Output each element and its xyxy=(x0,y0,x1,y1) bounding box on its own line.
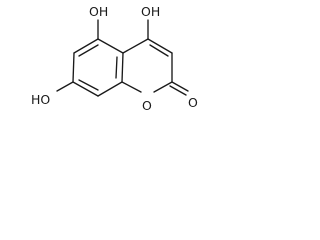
ring-oxygen-label: O xyxy=(142,98,152,113)
double-bond-c4-c3-inner xyxy=(149,44,169,57)
structure-canvas: OH OH HO O O xyxy=(0,0,234,137)
bond-c2-o1 xyxy=(153,81,173,93)
double-bond-c5-c6-inner xyxy=(78,44,99,57)
bond-c4a-c5 xyxy=(97,38,124,54)
bond-c4-c3 xyxy=(147,38,173,54)
bond-c4a-c4 xyxy=(122,38,149,54)
carbonyl-bond-1 xyxy=(171,81,189,92)
bond-c8-c8a xyxy=(97,81,123,97)
double-bond-c8a-c4a-inner xyxy=(115,56,118,79)
oh-bottom-left-label: HO xyxy=(31,92,50,107)
carbonyl-bond-2 xyxy=(169,85,187,96)
oh-bond-c7 xyxy=(56,81,74,92)
oh-top-right-label: OH xyxy=(141,4,160,19)
bond-o1-c8a xyxy=(121,81,142,93)
bond-c8a-c4a xyxy=(121,52,124,83)
carbonyl-oxygen-label: O xyxy=(188,95,198,110)
oh-top-left-label: OH xyxy=(89,4,108,19)
coumarin-structure-diagram: OH OH HO O O xyxy=(31,4,198,113)
bond-c6-c7 xyxy=(72,52,75,83)
bond-c7-c8 xyxy=(72,81,99,97)
bond-c5-c6 xyxy=(73,38,99,54)
double-bond-c7-c8-inner xyxy=(78,79,99,91)
